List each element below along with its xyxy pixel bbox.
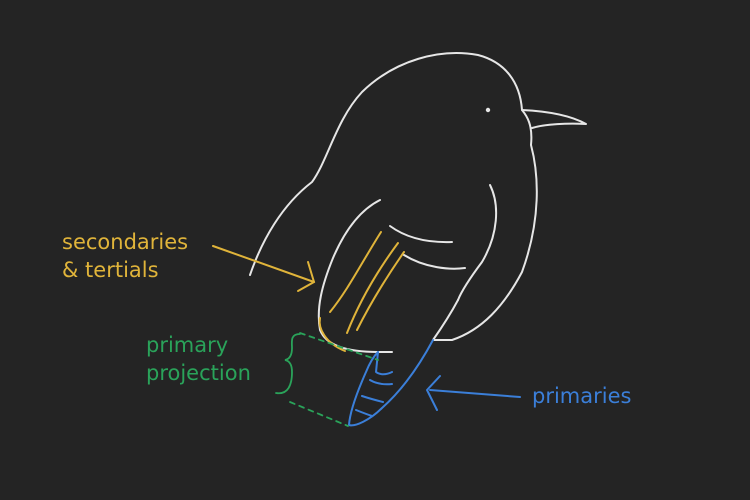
primary-feather-tip-3 (355, 409, 373, 417)
primary-feather-tip-1 (369, 379, 393, 386)
bird-eye (485, 107, 491, 113)
bird-covert-line (389, 225, 453, 244)
primaries-arrow-head (426, 375, 441, 411)
bird-body-outline (249, 52, 538, 341)
secondary-feather-edge (318, 317, 346, 352)
primaries-label: primaries (532, 384, 632, 408)
secondaries-label-line-2: & tertials (62, 258, 159, 282)
secondaries-label-line-1: secondaries (62, 230, 189, 254)
secondaries-arrow-head (297, 261, 316, 292)
projection-guide-upper (299, 332, 379, 361)
primary-feather-tip-4 (375, 351, 393, 376)
bird-back-edge (457, 184, 498, 301)
primary-feather-tip-2 (361, 395, 384, 403)
projection-guide-lower (289, 401, 349, 427)
primaries-outline (348, 339, 434, 427)
bird-beak-outline (521, 109, 587, 129)
secondary-feather-line-1 (329, 231, 382, 313)
primaries-arrow-line (429, 389, 521, 398)
bird-inner-edge (432, 299, 459, 341)
bird-covert-line-lower (403, 254, 466, 270)
projection-label-line-2: projection (146, 361, 251, 385)
secondary-feather-line-2 (346, 242, 399, 334)
bird-wing-outline (317, 199, 393, 353)
secondaries-tertials-label: secondaries & tertials (62, 228, 188, 284)
secondaries-arrow-line (212, 245, 315, 283)
secondary-feather-line-3 (356, 251, 405, 331)
projection-brace (275, 333, 301, 395)
primary-projection-label: primary projection (146, 331, 251, 387)
projection-label-line-1: primary (146, 333, 229, 357)
